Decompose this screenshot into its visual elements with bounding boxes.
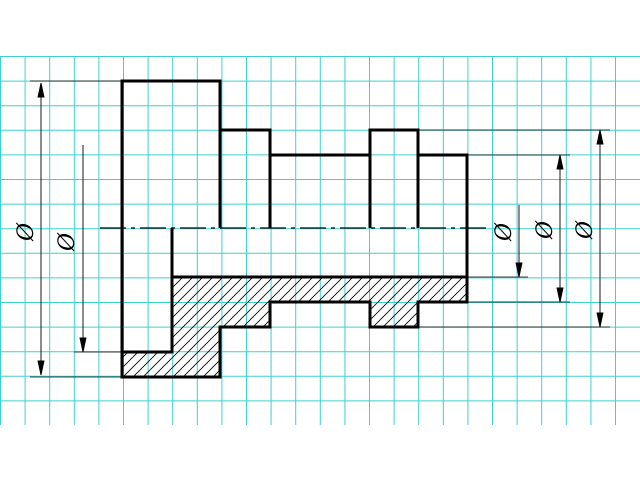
dimension-lines xyxy=(37,82,604,376)
hatched-section xyxy=(122,277,467,377)
diameter-label-4: Ø xyxy=(533,220,558,240)
diameter-label-3: Ø xyxy=(492,222,517,242)
diameter-label-5: Ø xyxy=(573,220,598,240)
extension-lines xyxy=(30,80,610,378)
part-outline xyxy=(120,79,469,379)
bore-outline xyxy=(122,228,174,354)
graph-paper-grid xyxy=(0,56,640,425)
diameter-label-2: Ø xyxy=(55,232,80,252)
diameter-label-1: Ø xyxy=(14,222,39,242)
